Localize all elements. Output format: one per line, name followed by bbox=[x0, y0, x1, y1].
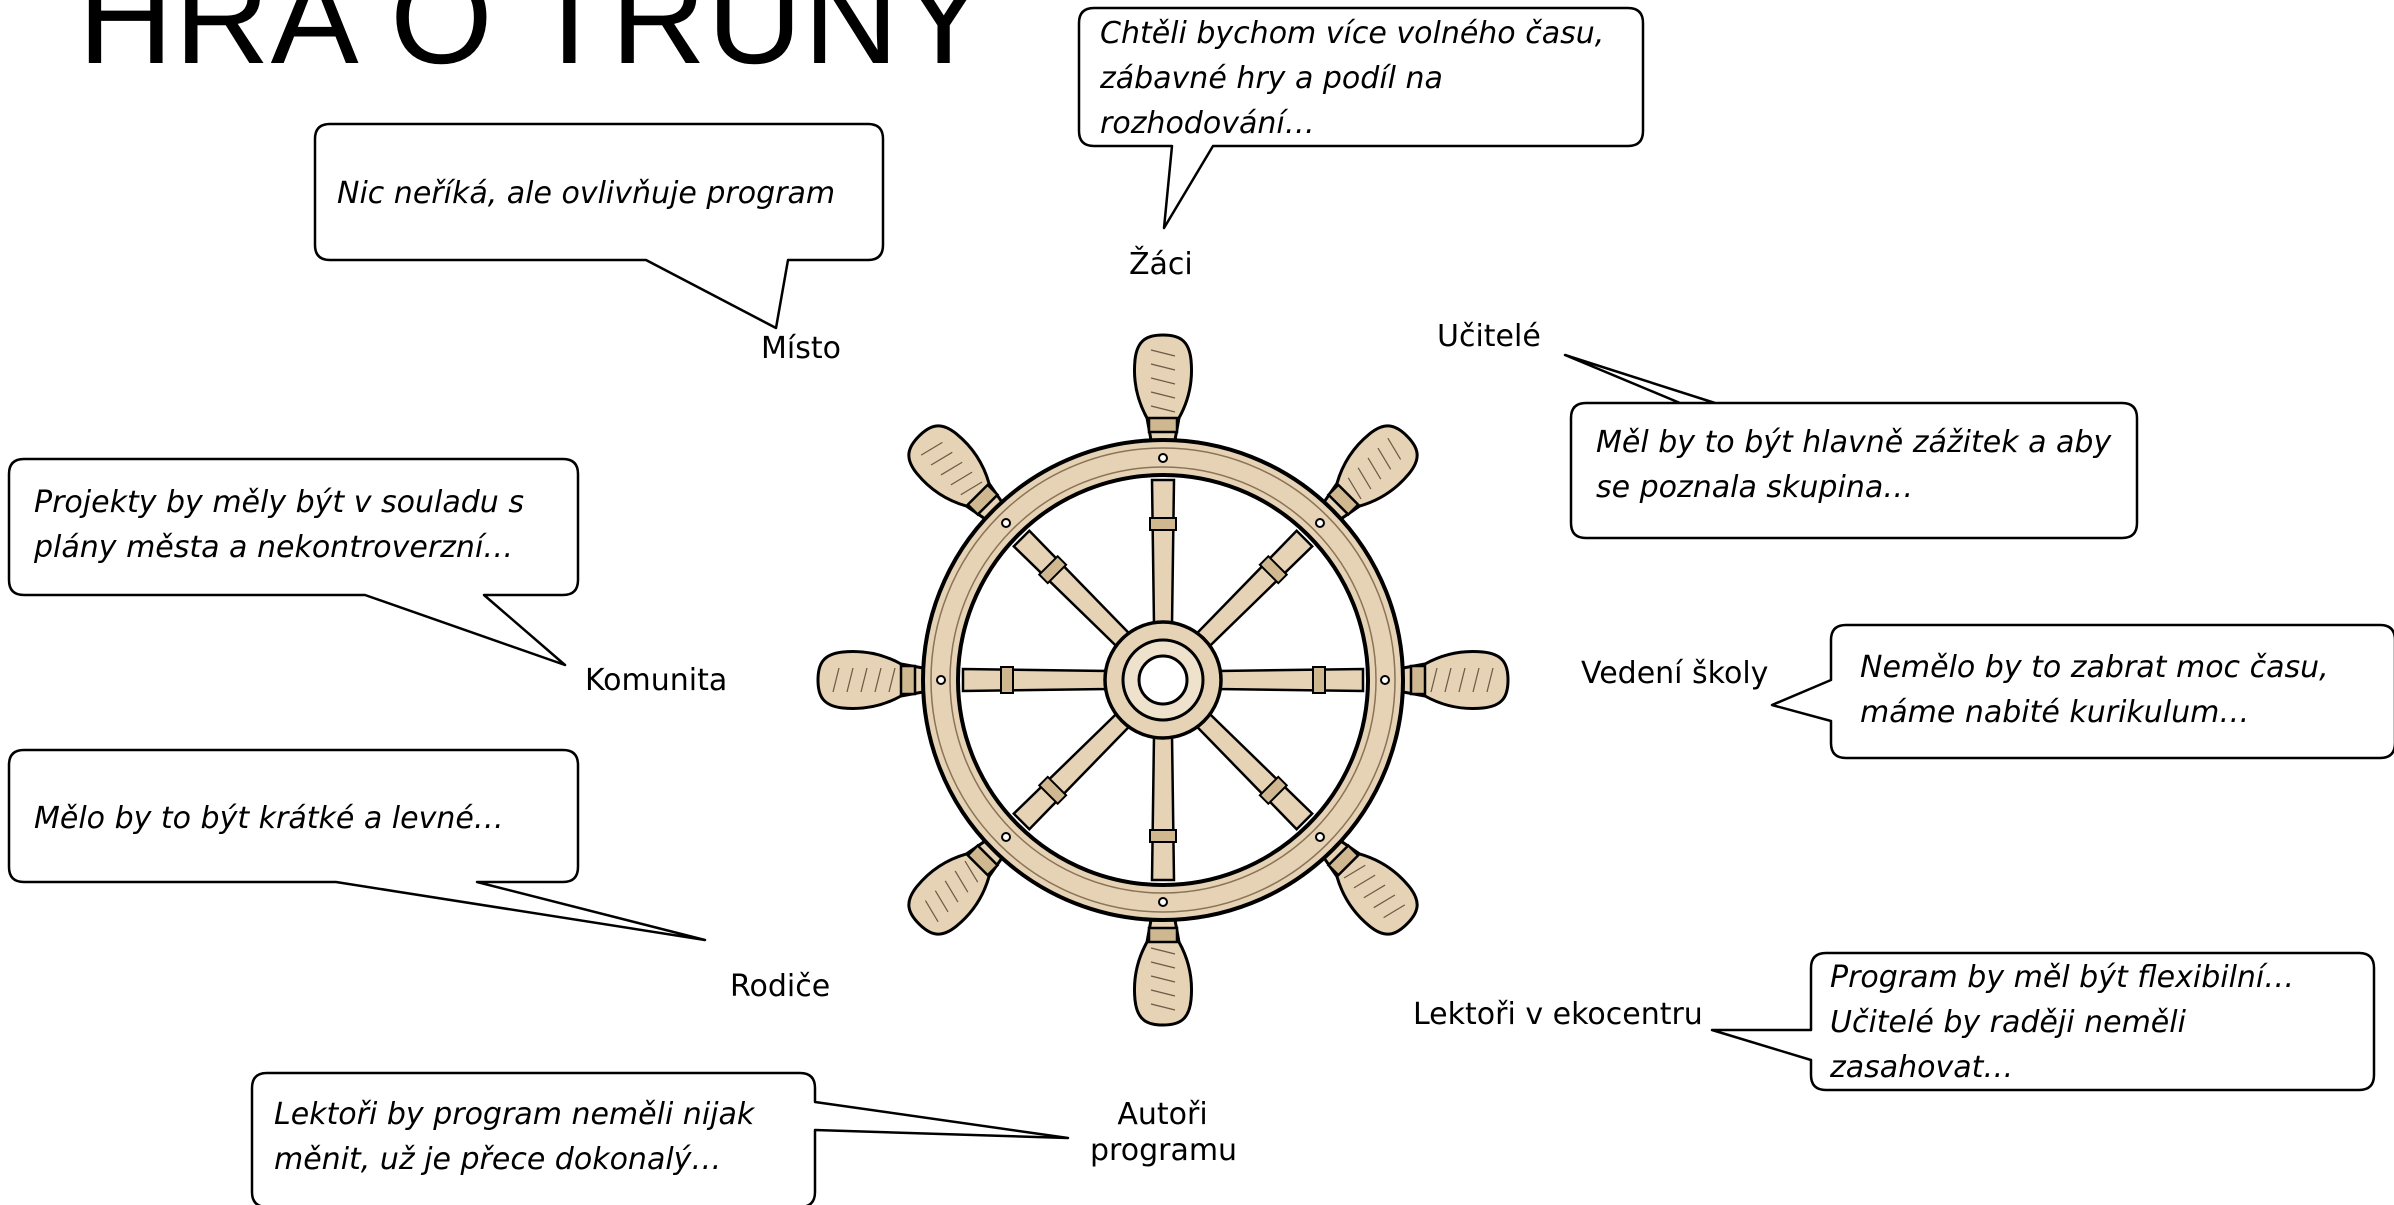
label-komunita: Komunita bbox=[585, 663, 728, 698]
page-title: HRA O TRŮNY bbox=[78, 0, 989, 91]
quote-komunita: Projekty by měly být v souladu s plány m… bbox=[34, 485, 524, 565]
wheel-spoke bbox=[936, 666, 1110, 694]
bubble-autori bbox=[250, 1071, 1070, 1205]
bubble-ucitele bbox=[1563, 353, 2139, 540]
quote-autori: Lektoři by program neměli nijak měnit, u… bbox=[274, 1097, 755, 1177]
wheel-handle bbox=[907, 839, 1004, 936]
wheel-spoke bbox=[1193, 710, 1325, 842]
bubble-rodice bbox=[7, 748, 707, 942]
wheel-handle bbox=[1322, 424, 1419, 521]
wheel-handle bbox=[907, 424, 1004, 521]
bubble-zaci bbox=[1077, 6, 1645, 230]
label-ucitele: Učitelé bbox=[1437, 319, 1541, 354]
quote-ucitele: Měl by to být hlavně zážitek a aby se po… bbox=[1596, 425, 2112, 505]
wheel-spoke bbox=[1001, 710, 1133, 842]
wheel-handle bbox=[1133, 333, 1193, 442]
wheel-rim-line bbox=[930, 447, 1396, 913]
quote-zaci: Chtěli bychom více volného času, zábavné… bbox=[1100, 16, 1605, 141]
wheel-handle bbox=[1133, 918, 1193, 1027]
bubble-komunita bbox=[7, 457, 580, 667]
quote-rodice: Mělo by to být krátké a levné… bbox=[34, 801, 504, 836]
quote-misto: Nic neříká, ale ovlivňuje program bbox=[337, 176, 836, 211]
quote-vedeni: Nemělo by to zabrat moc času, máme nabit… bbox=[1860, 650, 2329, 730]
label-misto: Místo bbox=[761, 331, 841, 366]
quote-lektori: Program by měl být flexibilní… Učitelé b… bbox=[1830, 960, 2295, 1085]
wheel-handle bbox=[1401, 650, 1510, 710]
label-autori: Autoři programu bbox=[1090, 1097, 1238, 1168]
wheel-spoke bbox=[1149, 733, 1177, 907]
wheel-hub-center bbox=[1137, 654, 1189, 706]
label-lektori: Lektoři v ekocentru bbox=[1413, 997, 1703, 1032]
wheel-handle bbox=[1322, 839, 1419, 936]
label-zaci: Žáci bbox=[1129, 247, 1193, 282]
bubble-lektori bbox=[1710, 951, 2376, 1092]
label-vedeni: Vedení školy bbox=[1581, 656, 1769, 691]
wheel-spoke bbox=[1216, 666, 1390, 694]
bubble-misto bbox=[313, 122, 885, 330]
wheel-spoke bbox=[1149, 453, 1177, 627]
wheel-handle bbox=[816, 650, 925, 710]
label-rodice: Rodiče bbox=[730, 969, 831, 1004]
wheel-rim-line bbox=[949, 466, 1377, 894]
